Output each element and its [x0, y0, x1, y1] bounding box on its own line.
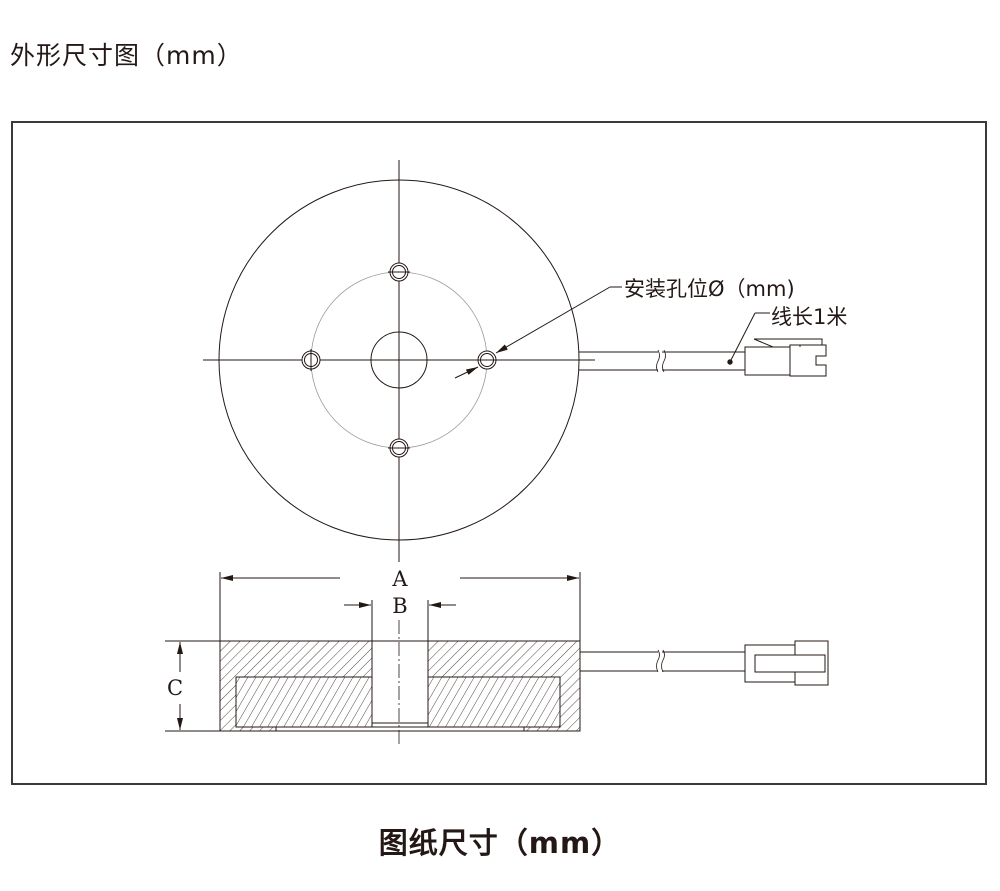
- cable-leader: [729, 312, 756, 363]
- connector-top-view: [744, 338, 827, 377]
- hole-leader: [495, 286, 611, 354]
- dim-b-label: B: [392, 594, 407, 618]
- top-view: [203, 160, 827, 562]
- section-view: [165, 572, 829, 745]
- cable-side: [580, 651, 745, 672]
- body-outline: [219, 640, 581, 732]
- page-title: 外形尺寸图（mm）: [10, 41, 243, 70]
- mount-hole-label: 安装孔位Ø（mm): [624, 277, 795, 301]
- cable-top: [579, 351, 748, 371]
- dim-a-label: A: [391, 567, 408, 591]
- drawing-caption: 图纸尺寸（mm）: [378, 826, 622, 860]
- dim-c-label: C: [167, 676, 183, 700]
- drawing-frame: [11, 121, 987, 785]
- cable-length-label: 线长1米: [771, 305, 847, 329]
- connector-side-view: [744, 640, 829, 686]
